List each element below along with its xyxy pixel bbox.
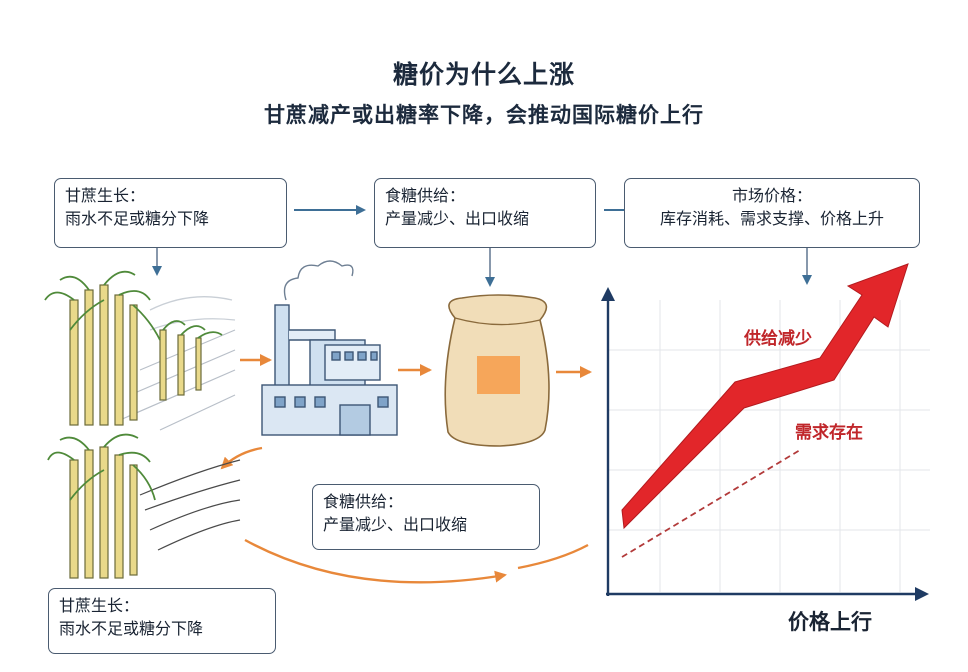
flow-line-bottom-right (517, 543, 589, 570)
sugar-supply-mid-text: 产量减少、出口收缩 (323, 515, 468, 534)
cane-growth-text: 雨水不足或糖分下降 (65, 209, 210, 228)
sugarcane-field-top (44, 270, 236, 431)
page-title: 糖价为什么上涨 (392, 60, 575, 89)
sugar-bag-icon (444, 294, 550, 447)
x-axis-label: 价格上行 (788, 610, 872, 634)
sugar-supply-box-top: 食糖供给： 产量减少、出口收缩 (374, 178, 596, 248)
demand-exists-label: 需求存在 (795, 423, 863, 443)
supply-decrease-label: 供给减少 (744, 329, 812, 349)
market-price-box: 市场价格： 库存消耗、需求支撑、价格上升 (624, 178, 920, 248)
price-chart (601, 263, 930, 601)
cane-growth-box-bottom: 甘蔗生长： 雨水不足或糖分下降 (48, 588, 276, 654)
market-price-title: 市场价格： (731, 186, 812, 205)
sugar-supply-title: 食糖供给： (385, 186, 466, 205)
sugar-supply-mid-title: 食糖供给： (323, 492, 404, 511)
sugar-factory (261, 260, 398, 436)
cane-growth-bottom-title: 甘蔗生长： (59, 596, 140, 615)
sugarcane-field-bottom (47, 433, 241, 579)
flow-arrow-curve-bottom (244, 538, 507, 584)
demand-line (621, 449, 801, 558)
market-price-text: 库存消耗、需求支撑、价格上升 (659, 209, 884, 228)
cane-growth-bottom-text: 雨水不足或糖分下降 (59, 619, 204, 638)
price-rise-arrow (621, 263, 909, 530)
cane-growth-box-top: 甘蔗生长： 雨水不足或糖分下降 (54, 178, 287, 248)
sugar-supply-text: 产量减少、出口收缩 (385, 209, 530, 228)
flow-arrow-curve-back (220, 446, 263, 470)
sugar-supply-box-mid: 食糖供给： 产量减少、出口收缩 (312, 484, 540, 550)
page-subtitle: 甘蔗减产或出糖率下降，会推动国际糖价上行 (264, 103, 704, 127)
cane-growth-title: 甘蔗生长： (65, 186, 146, 205)
chart-grid (608, 300, 930, 592)
